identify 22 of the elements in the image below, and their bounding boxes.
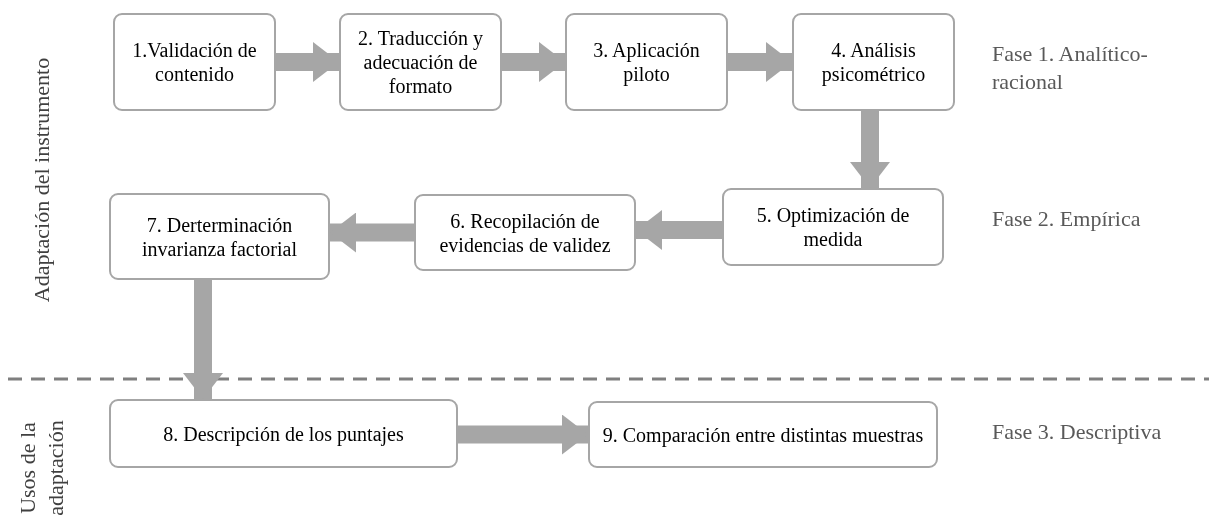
process-box: 6. Recopilación de evidencias de validez [414, 194, 636, 271]
block-arrow [458, 414, 588, 455]
section-label: Adaptación del instrumento [28, 56, 55, 305]
process-box: 3. Aplicación piloto [565, 13, 728, 111]
process-box: 7. Derterminación invarianza factorial [109, 193, 330, 280]
block-arrow [183, 280, 223, 399]
process-box: 8. Descripción de los puntajes [109, 399, 458, 468]
block-arrow [728, 42, 792, 82]
block-arrow [636, 210, 722, 250]
process-box: 4. Análisis psicométrico [792, 13, 955, 111]
block-arrow [276, 42, 339, 82]
block-arrow [502, 42, 565, 82]
block-arrow [850, 111, 890, 188]
phase-label: Fase 1. Analítico-racional [992, 40, 1149, 95]
section-label: Usos de la adaptación [14, 419, 69, 518]
process-box: 1.Validación de contenido [113, 13, 276, 111]
process-box: 2. Traducción y adecuación de formato [339, 13, 502, 111]
phase-label: Fase 2. Empírica [992, 205, 1142, 233]
block-arrow [330, 212, 414, 253]
process-box: 9. Comparación entre distintas muestras [588, 401, 938, 468]
phase-label: Fase 3. Descriptiva [992, 418, 1163, 446]
process-box: 5. Optimización de medida [722, 188, 944, 266]
